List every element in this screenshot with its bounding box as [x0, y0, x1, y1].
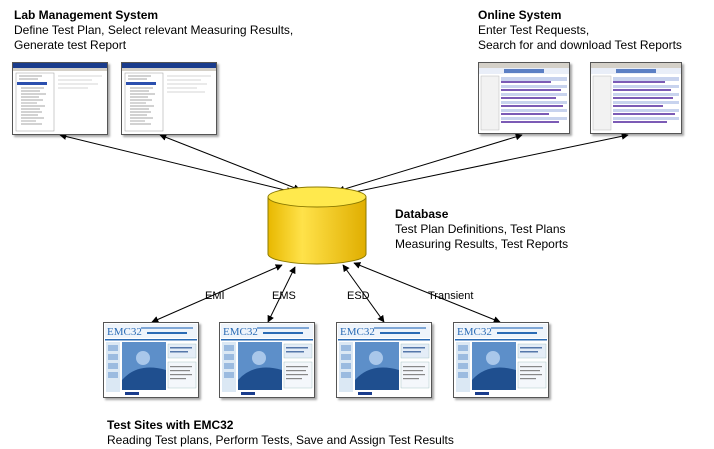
emc32-screenshot-1: EMC32	[103, 322, 199, 398]
lab-management-line2: Generate test Report	[14, 38, 127, 52]
lab-management-line1: Define Test Plan, Select relevant Measur…	[14, 23, 294, 37]
test-sites-block: Test Sites with EMC32 Reading Test plans…	[107, 418, 454, 448]
label-emi: EMI	[205, 290, 225, 302]
arrow-lab1-database	[59, 133, 294, 194]
arrow-emi	[151, 264, 283, 323]
online-screenshot-2	[590, 62, 682, 134]
online-system-line2: Search for and download Test Reports	[478, 38, 682, 52]
database-title: Database	[395, 207, 449, 221]
label-ems: EMS	[272, 290, 296, 302]
label-transient: Transient	[428, 290, 474, 302]
online-system-block: Online System Enter Test Requests, Searc…	[478, 8, 682, 53]
arrow-ems	[267, 266, 296, 323]
emc32-screenshot-2: EMC32	[219, 322, 315, 398]
emc32-logo: EMC32	[340, 326, 375, 338]
emc32-logo: EMC32	[223, 326, 258, 338]
test-sites-line1: Reading Test plans, Perform Tests, Save …	[107, 433, 454, 447]
emc32-logo: EMC32	[107, 326, 142, 338]
emc32-screenshot-3: EMC32	[336, 322, 432, 398]
database-line2: Measuring Results, Test Reports	[395, 237, 569, 251]
arrow-lab2-database	[159, 134, 301, 191]
arrow-online2-database	[344, 132, 629, 197]
database-line1: Test Plan Definitions, Test Plans	[395, 222, 566, 236]
emc32-logo: EMC32	[457, 326, 492, 338]
lab-management-block: Lab Management System Define Test Plan, …	[14, 8, 293, 53]
arrow-transient	[353, 262, 501, 323]
database-cylinder	[267, 186, 367, 265]
emc32-screenshot-4: EMC32	[453, 322, 549, 398]
database-block: Database Test Plan Definitions, Test Pla…	[395, 207, 568, 252]
lab-screenshot-1	[12, 62, 108, 135]
label-esd: ESD	[347, 290, 370, 302]
online-screenshot-1	[478, 62, 570, 134]
test-sites-title: Test Sites with EMC32	[107, 418, 234, 432]
online-system-title: Online System	[478, 8, 562, 22]
lab-screenshot-2	[121, 62, 217, 135]
lab-management-title: Lab Management System	[14, 8, 159, 22]
online-system-line1: Enter Test Requests,	[478, 23, 590, 37]
